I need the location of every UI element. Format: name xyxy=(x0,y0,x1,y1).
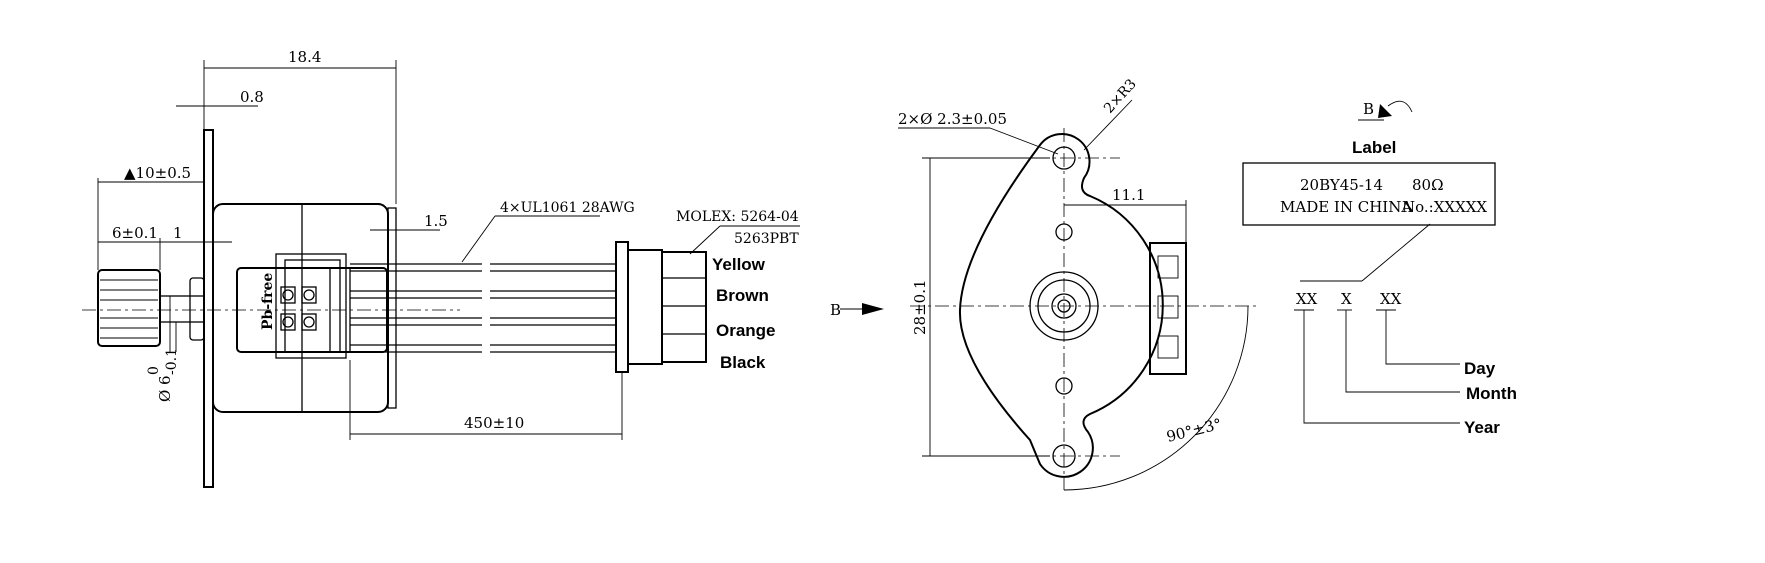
code-year: XX xyxy=(1296,290,1318,308)
dim-lead-length: 450±10 xyxy=(464,414,524,432)
wire-color-black: Black xyxy=(720,353,766,372)
dim-angle: 90°±3° xyxy=(1165,415,1224,446)
molex-connector xyxy=(615,241,707,373)
dim-gap: 1 xyxy=(173,224,183,242)
dim-gear-length: 6±0.1 xyxy=(112,224,158,242)
view-arrow-icon xyxy=(862,303,884,315)
rear-cap xyxy=(387,207,397,409)
side-view: Pb-free xyxy=(82,48,800,488)
dim-shaft-tol-lower: -0.1 xyxy=(164,348,180,375)
dim-wire-offset: 1.5 xyxy=(424,212,448,230)
pb-free-text: Pb-free xyxy=(260,273,276,330)
shaft-diameter-symbol: Ø xyxy=(156,390,174,402)
nameplate-box xyxy=(1242,162,1496,226)
lead-wires xyxy=(350,258,616,358)
wire-color-brown: Brown xyxy=(716,286,769,305)
nameplate-model: 20BY45-14 xyxy=(1300,176,1383,194)
rotation-arrow-icon xyxy=(1378,104,1392,118)
dim-shaft-tol-upper: 0 xyxy=(146,366,162,375)
nameplate-origin: MADE IN CHINA xyxy=(1280,198,1412,216)
dim-flange: 0.8 xyxy=(240,88,264,106)
dim-offset: 11.1 xyxy=(1112,186,1145,204)
dim-radius: 2×R3 xyxy=(1101,76,1140,117)
dim-shaft-diameter: 6 xyxy=(156,375,174,385)
connector-spec: MOLEX: 5264-04 xyxy=(676,209,799,225)
shaft-collar xyxy=(189,277,205,341)
code-month: X xyxy=(1341,290,1352,308)
dim-height: 28±0.1 xyxy=(911,279,929,335)
nameplate-resistance: 80Ω xyxy=(1412,176,1444,194)
code-day: XX xyxy=(1380,290,1402,308)
mounting-flange xyxy=(203,129,214,488)
dim-shaft-extension: ▲10±0.5 xyxy=(124,164,191,182)
legend-day: Day xyxy=(1464,359,1496,378)
front-view: B 2×Ø 2.3±0.05 xyxy=(830,76,1260,491)
wire-color-yellow: Yellow xyxy=(712,255,766,274)
legend-year: Year xyxy=(1464,418,1500,437)
dim-length: 18.4 xyxy=(288,48,321,66)
cable-spec: 4×UL1061 28AWG xyxy=(500,200,635,216)
motor-body xyxy=(212,203,389,413)
connector-spec-2: 5263PBT xyxy=(734,231,799,247)
label-title: Label xyxy=(1352,138,1396,157)
legend-month: Month xyxy=(1466,384,1517,403)
rear-housing xyxy=(1149,242,1187,375)
label-view-letter: B xyxy=(1363,100,1374,118)
dim-mounting-holes: 2×Ø 2.3±0.05 xyxy=(898,110,1007,128)
terminal-contacts xyxy=(280,286,317,331)
label-block: B Label 20BY45-14 80Ω MADE IN CHINA No.:… xyxy=(1242,100,1517,437)
nameplate-number: No.:XXXXX xyxy=(1402,198,1487,216)
flange-outline xyxy=(958,133,1164,478)
wire-color-orange: Orange xyxy=(716,321,776,340)
view-arrow-label: B xyxy=(830,301,841,319)
shaft xyxy=(159,295,205,323)
gear xyxy=(97,269,161,347)
